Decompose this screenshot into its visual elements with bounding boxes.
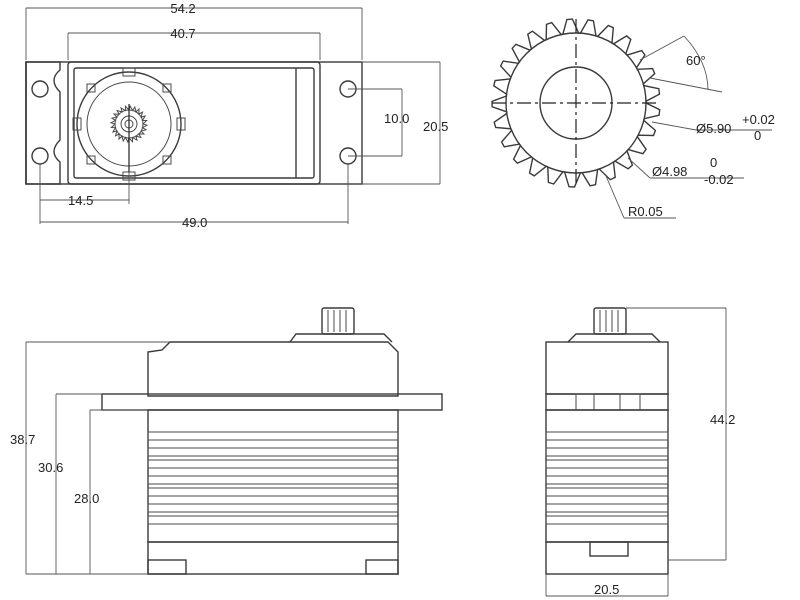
gear-root-tol-upper: 0 <box>710 155 717 170</box>
side-view-fins <box>147 431 399 525</box>
side-fin-6 <box>147 503 399 513</box>
end-view-top-cap <box>545 341 669 395</box>
end-view: 44.2 20.5 <box>545 307 735 597</box>
gear-root-tol-lower: -0.02 <box>704 172 734 187</box>
dim-mount-height: 30.6 <box>38 460 63 475</box>
end-fin-2 <box>545 447 669 457</box>
top-view-flange <box>25 61 61 185</box>
side-view: 38.7 30.6 28.0 <box>10 307 443 575</box>
side-fin-3 <box>147 459 399 469</box>
dim-overall-width: 54.2 <box>170 1 195 16</box>
dim-total-height: 38.7 <box>10 432 35 447</box>
gear-outer-dia: Ø5.90 <box>696 121 731 136</box>
dim-hole-spacing-h: 49.0 <box>182 215 207 230</box>
end-fin-3 <box>545 459 669 469</box>
gear-outer-tol-lower: 0 <box>754 128 761 143</box>
dim-case-width: 40.7 <box>170 26 195 41</box>
side-view-top-cap <box>147 341 399 397</box>
side-fin-2 <box>147 447 399 457</box>
side-fin-5 <box>147 487 399 497</box>
dim-body-height: 28.0 <box>74 491 99 506</box>
end-view-spline <box>593 307 627 335</box>
spline-teeth <box>109 104 149 144</box>
end-fin-6 <box>545 503 669 513</box>
end-view-flange <box>545 393 669 411</box>
side-view-spline <box>321 307 355 335</box>
side-fin-7 <box>147 515 399 525</box>
dim-shaft-offset: 14.5 <box>68 193 93 208</box>
gear-outer-tol-upper: +0.02 <box>742 112 775 127</box>
top-view-case <box>67 61 321 185</box>
gear-radius: R0.05 <box>628 204 663 219</box>
dim-end-width: 20.5 <box>594 582 619 597</box>
end-fin-7 <box>545 515 669 525</box>
side-fin-4 <box>147 475 399 485</box>
gear-root-dia: Ø4.98 <box>652 164 687 179</box>
end-fin-5 <box>545 487 669 497</box>
mount-hole-bottom-left <box>31 147 49 165</box>
gear-angle-label: 60° <box>686 53 706 68</box>
top-view: 54.2 40.7 10.0 20.5 14.5 49.0 <box>25 1 448 230</box>
side-fin-1 <box>147 431 399 441</box>
dim-end-height: 44.2 <box>710 412 735 427</box>
end-fin-4 <box>545 475 669 485</box>
end-view-base <box>545 541 669 575</box>
mount-hole-top-left <box>31 80 49 98</box>
gear-detail: 60° Ø5.90 +0.02 0 Ø4.98 0 -0.02 R0.05 <box>491 18 775 219</box>
dim-flange-height: 20.5 <box>423 119 448 134</box>
spline-tooth-ring <box>109 104 149 144</box>
side-view-base <box>147 541 399 575</box>
end-view-fins <box>545 431 669 525</box>
dim-hole-spacing-v: 10.0 <box>384 111 409 126</box>
end-fin-1 <box>545 431 669 441</box>
